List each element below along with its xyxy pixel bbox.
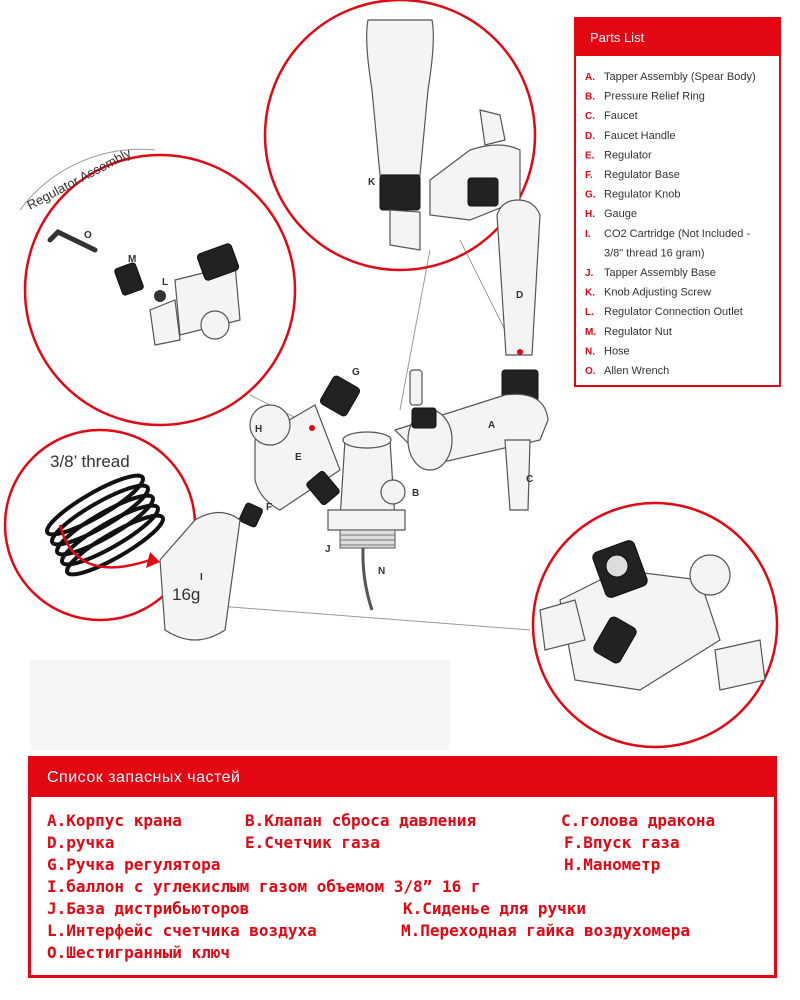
parts-list-letter: N. [585,346,595,357]
parts-list-item: Pressure Relief Ring [604,91,705,103]
ru-item-i: I.баллон с углекислым газом объемом 3/8”… [47,877,481,896]
parts-list-letter: G. [585,190,596,201]
parts-list-item: Allen Wrench [604,365,669,377]
label-n: N [378,566,385,577]
label-i: I [200,572,203,583]
cartridge-label: 16g [172,585,200,604]
label-b: B [412,488,419,499]
parts-list-letter: I. [585,229,591,240]
parts-list-item: CO2 Cartridge (Not Included - [604,228,750,240]
parts-list-letter: E. [585,150,595,161]
parts-list-item: 3/8" thread 16 gram) [604,247,705,259]
faucet-detail-circle [263,0,537,272]
parts-list-title: Parts List [590,30,645,45]
parts-list-item: Regulator Nut [604,326,672,338]
parts-list-letter: D. [585,131,595,142]
reflection-shadow [30,660,450,750]
parts-list: Parts List A. Tapper Assembly (Spear Body… [574,17,781,387]
parts-list-item: Regulator Connection Outlet [604,306,743,318]
label-m: M [128,254,136,265]
ru-item-f: F.Впуск газа [564,833,680,852]
ru-list-title: Список запасных частей [31,759,774,797]
parts-list-item: Regulator Base [604,169,680,181]
ru-item-d: D.ручка [47,833,115,852]
label-a: A [488,420,495,431]
regulator-assembly-circle: Regulator Assembly [19,145,297,427]
label-h: H [255,424,262,435]
regulator-detail-circle [531,501,779,749]
label-e: E [295,452,302,463]
parts-list-letter: K. [585,288,595,299]
label-f: F [266,502,272,513]
parts-list-item: Hose [604,345,630,357]
label-o: O [84,230,92,241]
label-k: K [368,177,376,188]
exploded-diagram: Regulator Assembly 3/8’ thread [3,0,781,750]
parts-list-item: Faucet Handle [604,130,676,142]
ru-item-h: H.Манометр [564,855,661,874]
parts-list-item: Regulator [604,149,652,161]
ru-item-g: G.Ручка регулятора [47,855,221,874]
parts-list-item: Gauge [604,208,637,220]
parts-list-item: Regulator Knob [604,189,680,201]
thread-label: 3/8’ thread [50,452,130,471]
label-j: J [325,544,331,555]
ru-item-l: L.Интерфейс счетчика воздуха [47,921,317,940]
parts-list-letter: F. [585,170,593,181]
ru-item-a: A.Корпус крана [47,811,182,830]
parts-list-letter: J. [585,268,594,279]
label-d: D [516,290,523,301]
parts-list-letter: C. [585,111,595,122]
label-c: C [526,474,533,485]
regulator-assembly-label: Regulator Assembly [24,145,134,213]
main-assembly: 16g [159,199,549,641]
parts-list-item: Tapper Assembly (Spear Body) [604,71,756,83]
parts-list-letter: H. [585,209,595,220]
label-l: L [162,277,168,288]
ru-item-o: O.Шестигранный ключ [47,943,231,962]
ru-item-j: J.База дистрибьюторов [47,899,250,918]
russian-parts-list: Список запасных частей A.Корпус крана B.… [28,756,777,978]
ru-item-b: B.Клапан сброса давления [245,811,477,830]
parts-list-letter: B. [585,92,595,103]
ru-item-c: C.голова дракона [561,811,716,830]
parts-list-item: Faucet [604,110,638,122]
ru-item-m: M.Переходная гайка воздухомера [401,921,690,940]
parts-list-letter: M. [585,327,596,338]
parts-list-letter: O. [585,366,596,377]
ru-item-k: K.Сиденье для ручки [403,899,587,918]
parts-list-letter: L. [585,307,594,318]
parts-list-item: Tapper Assembly Base [604,267,716,279]
parts-list-item: Knob Adjusting Screw [604,287,711,299]
thread-detail-circle: 3/8’ thread [3,428,197,622]
thread-coil [44,473,166,577]
ru-item-e: E.Счетчик газа [245,833,380,852]
label-g: G [352,367,360,378]
parts-list-letter: A. [585,72,595,83]
